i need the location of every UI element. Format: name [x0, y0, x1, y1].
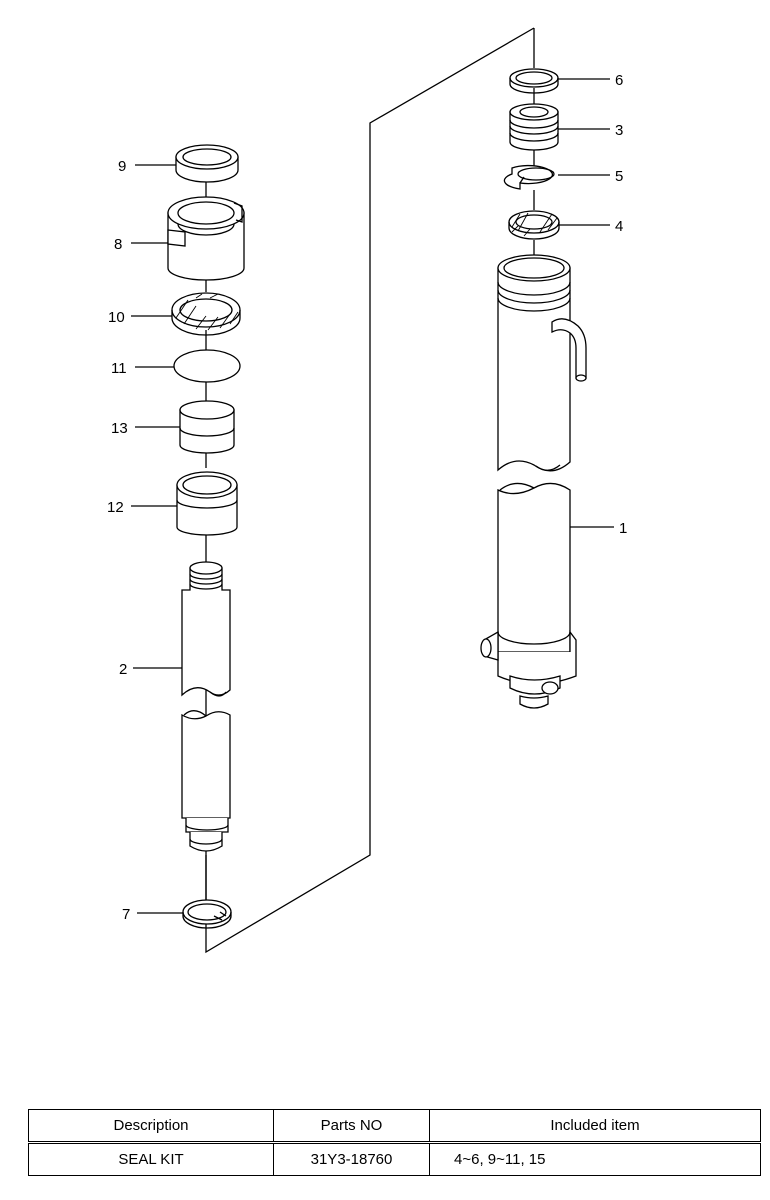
part-10-hatched-ring	[171, 292, 241, 336]
callout-9: 9	[118, 158, 126, 175]
callout-6: 6	[615, 72, 623, 89]
callout-10: 10	[108, 309, 125, 326]
header-included-item: Included item	[429, 1109, 761, 1143]
callout-11: 11	[111, 360, 127, 377]
part-8-gland	[167, 196, 245, 281]
part-6-ring	[509, 68, 559, 94]
callout-8: 8	[114, 236, 122, 253]
part-13-bushing	[179, 400, 235, 454]
part-5-split-ring	[503, 164, 555, 190]
callout-1: 1	[619, 520, 627, 537]
part-12-cup	[176, 471, 238, 536]
part-4-hatched-ring	[508, 210, 560, 240]
part-11-o-ring	[173, 349, 241, 383]
seal-kit-table: Description Parts NO Included item SEAL …	[28, 1109, 761, 1176]
cell-included-item: 4~6, 9~11, 15	[429, 1142, 761, 1176]
part-9-ring	[175, 144, 239, 183]
callout-12: 12	[107, 499, 124, 516]
part-1-cylinder-tube	[480, 254, 587, 709]
header-parts-no: Parts NO	[273, 1109, 430, 1143]
callout-2: 2	[119, 661, 127, 678]
leader-lines	[131, 78, 614, 914]
callout-7: 7	[122, 906, 130, 923]
part-3-seal	[509, 103, 559, 151]
cell-parts-no: 31Y3-18760	[273, 1142, 430, 1176]
callout-4: 4	[615, 218, 623, 235]
part-2-rod	[181, 561, 231, 852]
assembly-frame-line	[205, 27, 535, 954]
callout-5: 5	[615, 168, 623, 185]
table-row: SEAL KIT 31Y3-18760 4~6, 9~11, 15	[28, 1142, 761, 1176]
callout-3: 3	[615, 122, 623, 139]
header-description: Description	[28, 1109, 274, 1143]
cell-description: SEAL KIT	[28, 1142, 274, 1176]
table-header-row: Description Parts NO Included item	[28, 1109, 761, 1143]
part-7-snap-ring	[182, 899, 232, 929]
callout-13: 13	[111, 420, 128, 437]
